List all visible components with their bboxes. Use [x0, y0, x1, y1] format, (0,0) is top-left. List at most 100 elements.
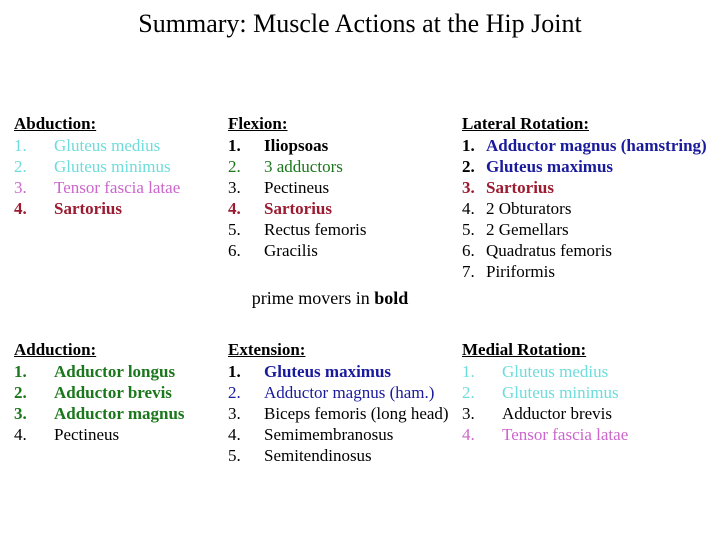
item-number: 4. — [462, 199, 475, 218]
section-heading: Lateral Rotation: — [462, 114, 590, 133]
item-number: 2. — [462, 157, 475, 176]
item-text: Piriformis — [486, 262, 555, 281]
prime-movers-note: prime movers in bold — [0, 287, 660, 309]
item-text: Adductor magnus (hamstring) — [486, 136, 707, 155]
list-item: 3. Tensor fascia latae — [14, 177, 180, 198]
item-number: 3. — [462, 178, 475, 197]
item-number: 2. — [14, 383, 27, 402]
section-heading: Medial Rotation: — [462, 340, 587, 359]
item-text: Adductor brevis — [54, 383, 172, 402]
item-text: Tensor fascia latae — [54, 178, 181, 197]
list-item: 3. Biceps femoris (long head) — [228, 403, 449, 424]
item-number: 7. — [462, 262, 475, 281]
item-number: 4. — [228, 425, 241, 444]
item-number: 4. — [14, 425, 27, 444]
list-item: 4. Sartorius — [228, 198, 366, 219]
item-number: 2. — [14, 157, 27, 176]
item-number: 6. — [228, 241, 241, 260]
item-text: Quadratus femoris — [486, 241, 613, 260]
prime-movers-note-text: prime movers in — [251, 288, 375, 308]
list-item: 4. Pectineus — [14, 424, 185, 445]
list-item: 1. Iliopsoas — [228, 135, 366, 156]
item-number: 2. — [228, 157, 241, 176]
item-text: Semitendinosus — [264, 446, 372, 465]
list-item: 1. Gluteus maximus — [228, 361, 449, 382]
list-item: 4. 2 Obturators — [462, 198, 707, 219]
item-text: Adductor longus — [54, 362, 176, 381]
list-item: 1. Gluteus medius — [462, 361, 628, 382]
item-text: Adductor magnus (ham.) — [264, 383, 435, 402]
item-number: 5. — [228, 446, 241, 465]
item-number: 1. — [228, 362, 241, 381]
list-item: 4. Sartorius — [14, 198, 180, 219]
item-number: 2. — [462, 383, 475, 402]
list-item: 4. Tensor fascia latae — [462, 424, 628, 445]
item-number: 2. — [228, 383, 241, 402]
list-item: 2. 3 adductors — [228, 156, 366, 177]
section-lateral-rotation: Lateral Rotation: 1. Adductor magnus (hams… — [462, 112, 707, 282]
item-number: 3. — [228, 178, 241, 197]
page-title: Summary: Muscle Actions at the Hip Joint — [138, 9, 582, 38]
item-number: 1. — [14, 136, 27, 155]
section-heading: Extension: — [228, 340, 306, 359]
item-text: 2 Gemellars — [486, 220, 569, 239]
item-number: 3. — [14, 178, 27, 197]
item-number: 4. — [462, 425, 475, 444]
item-number: 1. — [14, 362, 27, 381]
item-text: Gluteus maximus — [264, 362, 392, 381]
item-text: Iliopsoas — [264, 136, 329, 155]
item-text: Gluteus medius — [502, 362, 609, 381]
section-heading: Flexion: — [228, 114, 288, 133]
section-flexion: Flexion: 1. Iliopsoas 2. 3 adductors 3. Pectin… — [228, 112, 366, 261]
item-text: Semimembranosus — [264, 425, 394, 444]
item-number: 4. — [228, 199, 241, 218]
item-text: Sartorius — [54, 199, 122, 218]
list-item: 2. Gluteus minimus — [14, 156, 180, 177]
item-text: Tensor fascia latae — [502, 425, 629, 444]
list-item: 3.Sartorius — [462, 177, 707, 198]
list-item: 4. Semimembranosus — [228, 424, 449, 445]
list-item: 2. Gluteus minimus — [462, 382, 628, 403]
item-text: Rectus femoris — [264, 220, 367, 239]
item-text: Gluteus medius — [54, 136, 161, 155]
item-text: Biceps femoris (long head) — [264, 404, 449, 423]
section-extension: Extension: 1. Gluteus maximus 2. Adductor ma… — [228, 338, 449, 466]
item-number: 1. — [228, 136, 241, 155]
item-number: 6. — [462, 241, 475, 260]
list-item: 5. Rectus femoris — [228, 219, 366, 240]
item-number: 1. — [462, 136, 475, 155]
item-number: 5. — [228, 220, 241, 239]
item-number: 3. — [228, 404, 241, 423]
item-text: Adductor brevis — [502, 404, 613, 423]
item-number: 1. — [462, 362, 475, 381]
item-text: 3 adductors — [264, 157, 343, 176]
section-medial-rotation: Medial Rotation: 1. Gluteus medius 2. Gluteu… — [462, 338, 628, 445]
item-number: 4. — [14, 199, 27, 218]
list-item: 5. Semitendinosus — [228, 445, 449, 466]
list-item: 3. Pectineus — [228, 177, 366, 198]
item-text: 2 Obturators — [486, 199, 572, 218]
prime-movers-note-bold-word: bold — [374, 288, 409, 308]
item-number: 3. — [462, 404, 475, 423]
item-text: Adductor magnus — [54, 404, 185, 423]
list-item: 6. Quadratus femoris — [462, 240, 707, 261]
list-item: 1. Adductor longus — [14, 361, 185, 382]
item-text: Pectineus — [264, 178, 330, 197]
item-number: 5. — [462, 220, 475, 239]
list-item: 5. 2 Gemellars — [462, 219, 707, 240]
item-text: Gluteus minimus — [502, 383, 619, 402]
item-number: 3. — [14, 404, 27, 423]
list-item: 2. Adductor brevis — [14, 382, 185, 403]
list-item: 7. Piriformis — [462, 261, 707, 282]
item-text: Gracilis — [264, 241, 318, 260]
item-text: Sartorius — [264, 199, 332, 218]
item-text: Pectineus — [54, 425, 120, 444]
list-item: 3. Adductor brevis — [462, 403, 628, 424]
item-text: Gluteus maximus — [486, 157, 614, 176]
list-item: 1. Gluteus medius — [14, 135, 180, 156]
list-item: 2. Adductor magnus (ham.) — [228, 382, 449, 403]
item-text: Gluteus minimus — [54, 157, 171, 176]
